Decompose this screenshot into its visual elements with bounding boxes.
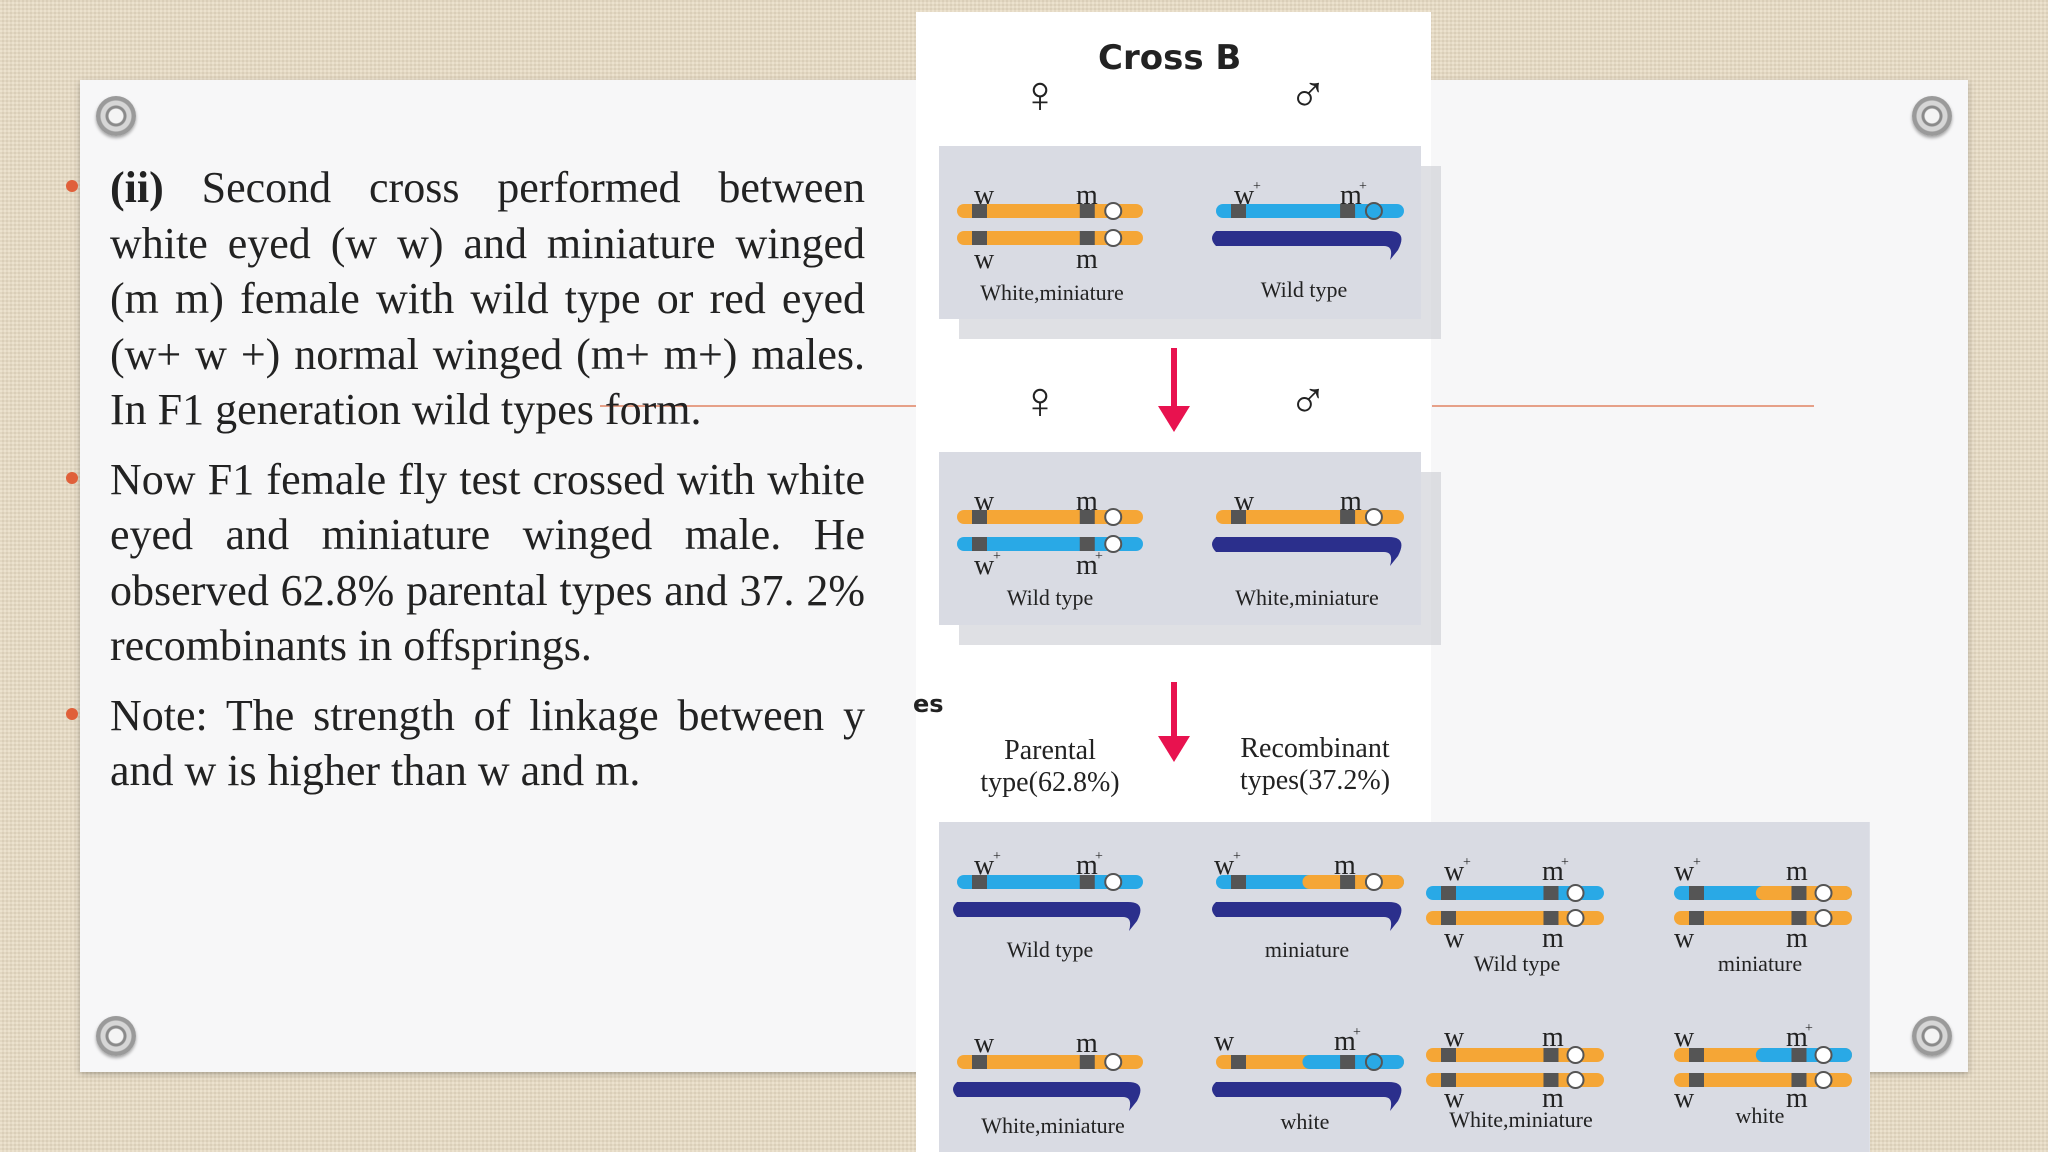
bullet-dot xyxy=(66,707,78,720)
parental-caption-line-2: type(62.8%) xyxy=(980,767,1120,798)
thumbtack-top-left xyxy=(96,96,136,136)
parental-caption-line-1: Parental xyxy=(1004,735,1096,766)
bullet-1: (ii) Second cross performed between whit… xyxy=(66,160,865,438)
divider-line-left xyxy=(600,405,920,407)
bullet-1-text: Second cross performed between white eye… xyxy=(110,163,865,434)
bullet-1-bold: (ii) xyxy=(110,163,164,212)
thumbtack-bottom-right xyxy=(1912,1016,1952,1056)
bullet-3: Note: The strength of linkage between y … xyxy=(66,688,865,799)
cross-b-figure xyxy=(916,12,1431,1152)
recombinant-caption-line-2: types(37.2%) xyxy=(1239,765,1391,796)
bullet-3-text: Note: The strength of linkage between y … xyxy=(110,690,865,796)
figure-extension-panel xyxy=(1410,822,1870,1152)
parental-caption: Parental type(62.8%) xyxy=(940,735,1160,799)
figure-title: Cross B xyxy=(1098,38,1242,78)
recombinant-caption: Recombinant types(37.2%) xyxy=(1195,733,1435,797)
thumbtack-bottom-left xyxy=(96,1016,136,1056)
bullet-2: Now F1 female fly test crossed with whit… xyxy=(66,452,865,674)
slide-text: (ii) Second cross performed between whit… xyxy=(66,160,865,813)
cutoff-text: es xyxy=(913,690,944,718)
thumbtack-top-right xyxy=(1912,96,1952,136)
recombinant-caption-line-1: Recombinant xyxy=(1240,733,1390,764)
bullet-dot xyxy=(66,180,78,192)
divider-line-right xyxy=(1432,405,1814,407)
bullet-dot xyxy=(66,471,78,484)
bullet-2-text: Now F1 female fly test crossed with whit… xyxy=(110,454,865,671)
